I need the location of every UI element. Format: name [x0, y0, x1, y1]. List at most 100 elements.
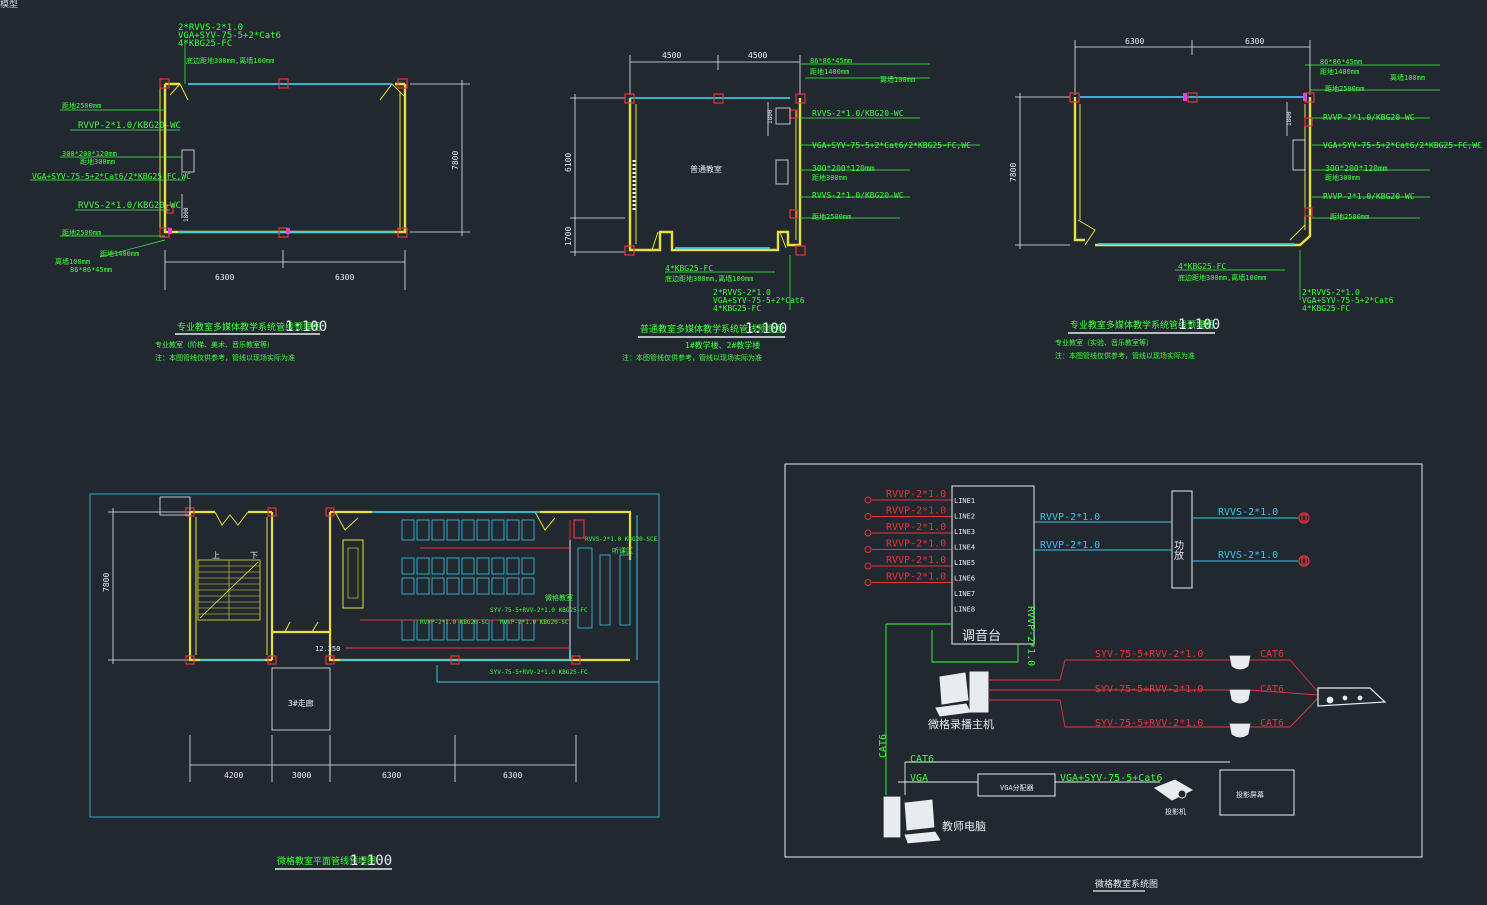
plan-microteaching-floor: 上 下 3#走廊 — [89, 493, 660, 870]
plan1-title: 专业教室多媒体教学系统管线预埋图 — [177, 321, 321, 333]
plan2-dim-w2: 4500 — [748, 51, 767, 60]
plan4-dim-h: 7800 — [102, 573, 111, 592]
desk — [491, 519, 505, 541]
plan4-dim-2: 3000 — [292, 771, 311, 780]
host-label: 微格录播主机 — [928, 717, 994, 731]
microteaching-system-diagram: RVVP-2*1.0RVVP-2*1.0RVVP-2*1.0RVVP-2*1.0… — [784, 463, 1423, 892]
plan3-r3: 离墙100mm — [1390, 73, 1425, 82]
recording-host-icon — [935, 671, 989, 717]
desk — [506, 519, 520, 541]
plan4-cable-d: SYV-75-5+RVV-2*1.0 KBG25-FC — [490, 607, 588, 614]
system-title: 微格教室系统图 — [1095, 878, 1158, 890]
amp-input-2: RVVP-2*1.0 — [1040, 540, 1100, 551]
desk — [416, 577, 430, 595]
desk — [521, 557, 535, 575]
dome-camera-icon — [1229, 655, 1251, 670]
mic-cable-label: RVVP-2*1.0 — [886, 555, 946, 566]
desk — [491, 577, 505, 595]
mixer-line-label: LINE1 — [954, 497, 975, 505]
plan4-corridor: 3#走廊 — [288, 698, 314, 708]
desk — [401, 557, 415, 575]
desk — [401, 519, 415, 541]
plan3-r9: RVVP-2*1.0/KBG20-WC — [1323, 192, 1415, 201]
speaker-cable-2: RVVS-2*1.0 — [1218, 550, 1278, 561]
plan3-r1: 86*86*45mm — [1320, 58, 1362, 66]
plan3-note1: 专业教室（实验、音乐教室等） — [1055, 338, 1153, 347]
dome-camera-icon — [1229, 723, 1251, 738]
teacher-pc-label: 教师电脑 — [942, 820, 986, 833]
desk — [521, 519, 535, 541]
plan3-b3: 2*RVVS-2*1.0 — [1302, 288, 1360, 297]
microphone-icon — [864, 546, 872, 553]
plan2-b3: 2*RVVS-2*1.0 — [713, 288, 771, 297]
microphone-icon — [864, 562, 872, 570]
plan2-r7: 距地300mm — [812, 173, 847, 182]
plan3-b5: 4*KBG25-FC — [1302, 304, 1350, 313]
plan4-scale: 1:100 — [350, 853, 392, 869]
cat6-label-2: CAT6 — [1260, 684, 1284, 695]
control-keyboard-icon — [1317, 687, 1387, 707]
model-tab[interactable]: 模型 — [0, 0, 19, 10]
plan3-r5: RVVP-2*1.0/KBG20-WC — [1323, 113, 1415, 122]
amp-input-1: RVVP-2*1.0 — [1040, 512, 1100, 523]
plan3-r2: 距地1400mm — [1320, 67, 1359, 76]
microphone-icon — [864, 513, 872, 520]
mixer-line-label: LINE2 — [954, 513, 975, 521]
plan3-title: 专业教室多媒体教学系统管线预埋图 — [1070, 319, 1214, 331]
plan4-cable-a: RVVP-2*1.0 KBG20-SC — [420, 619, 489, 626]
speaker-icon — [1298, 512, 1310, 524]
plan1-cable-2: VGA+SYV-75-5+2*Cat6 — [178, 31, 281, 41]
plan1-bottom-2: 离墙100mm — [55, 257, 90, 266]
microphone-icon — [864, 529, 872, 537]
plan3-r6: VGA+SYV-75-5+2*Cat6/2*KBG25-FC,WC — [1323, 141, 1482, 150]
projector-label: 投影机 — [1165, 807, 1186, 816]
desk — [521, 577, 535, 595]
desk — [446, 577, 460, 595]
mixer-line-label: LINE3 — [954, 528, 975, 536]
mixer-line-label: LINE6 — [954, 575, 975, 583]
speaker-cable-1: RVVS-2*1.0 — [1218, 507, 1278, 518]
plan2-note1: 1#教学楼、2#教学楼 — [685, 340, 760, 350]
plan1-dim-small: 1800 — [183, 207, 190, 222]
desk — [491, 557, 505, 575]
desk — [461, 557, 475, 575]
plan4-dim-1: 4200 — [224, 771, 243, 780]
desk — [506, 557, 520, 575]
plan2-r9: 距地2500mm — [812, 212, 851, 221]
microphone-icon — [864, 579, 872, 586]
plan4-stair-up: 上 — [212, 551, 220, 560]
microphone-group: RVVP-2*1.0RVVP-2*1.0RVVP-2*1.0RVVP-2*1.0… — [864, 489, 952, 586]
vga-splitter-label: VGA分配器 — [1000, 783, 1034, 792]
desk — [461, 577, 475, 595]
plan1-left-5: VGA+SYV-75-5+2*Cat6/2*KBG25-FC,WC — [32, 172, 191, 181]
plan2-r8: RVVS-2*1.0/KBG20-WC — [812, 191, 904, 200]
plan2-b4: VGA+SYV-75-5+2*Cat6 — [713, 296, 805, 305]
camera-cable-3: SYV-75-5+RVV-2*1.0 — [1095, 718, 1203, 729]
plan2-r1: 86*86*45mm — [810, 57, 852, 65]
plan1-dim-w1: 6300 — [215, 273, 234, 282]
mixer-out-cable: RVVP-2*1.0 — [1025, 606, 1036, 666]
plan1-dim-h: 7800 — [451, 151, 460, 170]
pc-cat6-label: CAT6 — [910, 754, 934, 765]
plan4-dim-3: 6300 — [382, 771, 401, 780]
desk — [431, 557, 445, 575]
plan1-bottom-3: 86*86*45mm — [70, 266, 112, 274]
dome-camera-icon — [1229, 689, 1251, 704]
mixer-box — [951, 485, 1035, 645]
plan2-dim-h2: 1700 — [564, 227, 573, 246]
microphone-icon — [864, 496, 872, 504]
plan3-dim-h: 7800 — [1009, 163, 1018, 182]
desk — [461, 519, 475, 541]
plan4-room: 微格教室 — [545, 593, 573, 602]
plan2-title: 普通教室多媒体教学系统管线预埋图 — [640, 323, 784, 335]
mic-cable-label: RVVP-2*1.0 — [886, 572, 946, 583]
plan2-note2: 注：本图管线仅供参考，管线以现场实际为准 — [622, 353, 762, 362]
plan1-left-3: 300*200*120mm — [62, 150, 117, 158]
screen-label: 投影屏幕 — [1236, 790, 1264, 799]
plan4-title: 微格教室平面管线预埋图 — [277, 855, 376, 867]
mixer-line-label: LINE8 — [954, 606, 975, 614]
plan2-b2: 底边距地300mm,离墙100mm — [665, 274, 753, 283]
plan3-dim-small: 1800 — [1286, 111, 1293, 126]
amplifier-box — [1171, 490, 1193, 589]
